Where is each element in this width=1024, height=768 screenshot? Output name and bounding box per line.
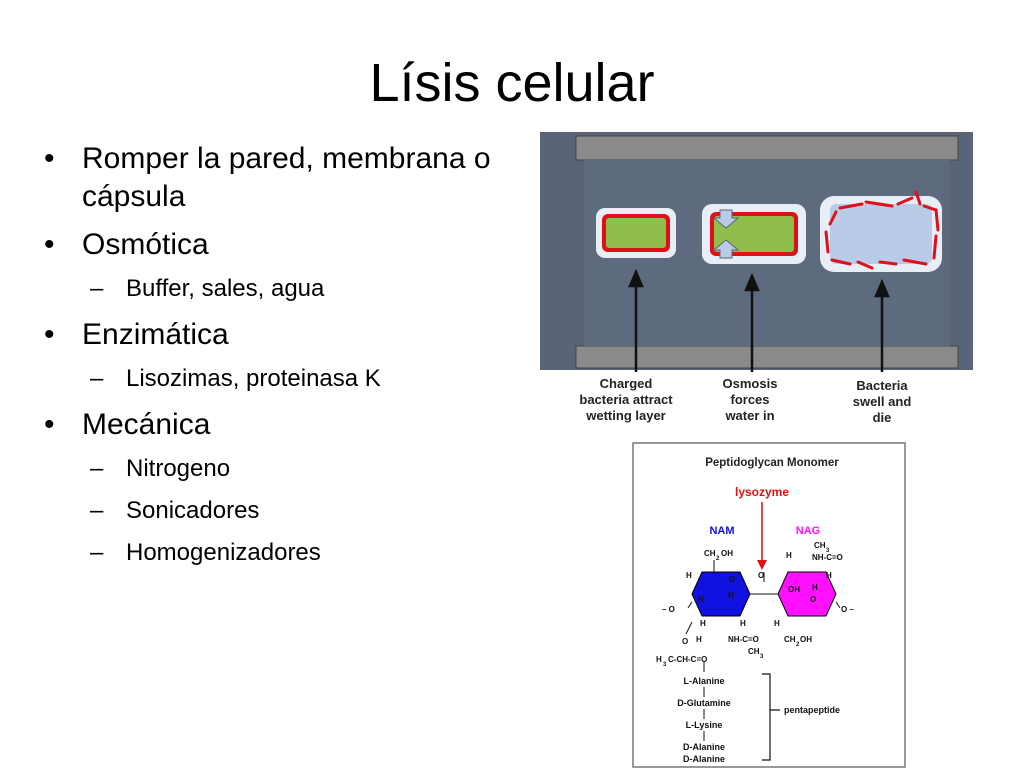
- bullet-dot: •: [44, 318, 55, 351]
- svg-text:H: H: [686, 571, 692, 580]
- svg-text:NH-C=O: NH-C=O: [812, 553, 843, 562]
- sub-bullet-buffer: – Buffer, sales, agua: [40, 274, 510, 304]
- svg-text:3: 3: [760, 654, 764, 660]
- svg-text:CH: CH: [704, 549, 716, 558]
- cell-3-swollen-body: [830, 204, 932, 264]
- sub-bullet-dash: –: [90, 365, 104, 392]
- bullet-dot: •: [44, 408, 55, 441]
- sub-bullet-text: Nitrogeno: [126, 455, 231, 482]
- bullet-mecanica: • Mecánica: [40, 406, 510, 444]
- pentapeptide-label: pentapeptide: [784, 705, 840, 715]
- pentapeptide-bracket: [762, 673, 780, 761]
- nag-label: NAG: [796, 525, 820, 537]
- svg-text:H: H: [698, 595, 704, 604]
- svg-text:O: O: [758, 571, 764, 580]
- peptidoglycan-figure: Peptidoglycan Monomer lysozyme NAM NAG C…: [632, 442, 906, 768]
- label-2-line-3: water in: [724, 408, 774, 423]
- svg-text:OH: OH: [721, 549, 733, 558]
- label-1-line-2: bacteria attract: [579, 392, 673, 407]
- bullet-text: Enzimática: [82, 318, 229, 351]
- chain-item-3: L-Lysine: [686, 720, 723, 730]
- chain-item-2: D-Glutamine: [677, 698, 731, 708]
- slide-title: Lísis celular: [369, 53, 655, 113]
- bullet-osmotica: • Osmótica: [40, 226, 510, 264]
- sub-bullet-homogenizadores: – Homogenizadores: [40, 538, 510, 568]
- svg-text:O: O: [682, 637, 688, 646]
- bullet-romper: • Romper la pared, membrana o cápsula: [40, 140, 510, 216]
- svg-text:CH: CH: [814, 541, 826, 550]
- osmotic-lysis-figure: Charged bacteria attract wetting layer O…: [540, 132, 973, 432]
- svg-text:CH: CH: [748, 647, 760, 656]
- sub-bullet-sonicadores: – Sonicadores: [40, 496, 510, 526]
- sub-bullet-dash: –: [90, 455, 104, 482]
- nam-label: NAM: [709, 525, 734, 537]
- sub-bullet-text: Lisozimas, proteinasa K: [126, 365, 381, 392]
- pointer-arrows: [628, 268, 890, 372]
- arrow-up-icon: [712, 239, 740, 259]
- svg-text:3: 3: [826, 548, 830, 554]
- svg-text:H: H: [696, 635, 702, 644]
- lysozyme-label: lysozyme: [735, 485, 789, 499]
- figure-title: Peptidoglycan Monomer: [705, 457, 839, 469]
- label-1-line-1: Charged: [600, 376, 653, 391]
- sub-bullet-text: Buffer, sales, agua: [126, 275, 325, 302]
- bullet-text: Mecánica: [82, 408, 211, 441]
- bullet-text: Romper la pared, membrana o cápsula: [82, 142, 491, 213]
- svg-text:2: 2: [796, 642, 800, 648]
- svg-text:H: H: [774, 619, 780, 628]
- figure-border: [632, 442, 906, 768]
- bullet-dot: •: [44, 228, 55, 261]
- svg-text:H: H: [826, 571, 832, 580]
- ruptured-wall: [824, 190, 940, 270]
- svg-text:O: O: [810, 595, 816, 604]
- label-2-line-1: Osmosis: [723, 376, 778, 391]
- chain-item-4: D-Alanine: [683, 742, 725, 752]
- bullet-list: • Romper la pared, membrana o cápsula • …: [40, 140, 510, 580]
- svg-text:O –: O –: [841, 605, 854, 614]
- svg-text:CH: CH: [784, 635, 796, 644]
- sub-bullet-dash: –: [90, 497, 104, 524]
- arrow-down-icon: [712, 209, 740, 229]
- svg-text:NH-C=O: NH-C=O: [728, 635, 759, 644]
- chain-item-1: L-Alanine: [683, 676, 724, 686]
- label-3-line-1: Bacteria: [856, 378, 908, 393]
- cell-2-body: [714, 216, 794, 252]
- svg-text:H: H: [812, 583, 818, 592]
- sub-bullet-dash: –: [90, 539, 104, 566]
- cell-1-body: [606, 218, 666, 248]
- svg-text:2: 2: [716, 556, 720, 562]
- bullet-text: Osmótica: [82, 228, 209, 261]
- sub-bullet-nitrogeno: – Nitrogeno: [40, 454, 510, 484]
- sub-bullet-text: Homogenizadores: [126, 539, 321, 566]
- svg-text:OH: OH: [800, 635, 812, 644]
- label-2-line-2: forces: [730, 392, 769, 407]
- bullet-enzimatica: • Enzimática: [40, 316, 510, 354]
- chain-item-5: D-Alanine: [683, 754, 725, 764]
- sub-bullet-text: Sonicadores: [126, 497, 260, 524]
- svg-text:– O: – O: [662, 605, 675, 614]
- svg-text:H: H: [740, 619, 746, 628]
- sub-bullet-lisozimas: – Lisozimas, proteinasa K: [40, 364, 510, 394]
- label-3-line-2: swell and: [853, 394, 912, 409]
- svg-text:C-CH-C=O: C-CH-C=O: [668, 655, 707, 664]
- label-1-line-3: wetting layer: [585, 408, 665, 423]
- label-3-line-3: die: [873, 410, 892, 425]
- svg-text:H: H: [728, 591, 734, 600]
- bullet-dot: •: [44, 142, 55, 175]
- lysozyme-arrow-head: [757, 560, 767, 570]
- top-rail: [575, 135, 959, 161]
- bottom-rail: [575, 345, 959, 369]
- svg-text:H: H: [700, 619, 706, 628]
- svg-text:3: 3: [663, 662, 667, 668]
- svg-text:OH: OH: [788, 585, 800, 594]
- nam-ring: [691, 571, 751, 617]
- svg-text:O: O: [729, 575, 735, 584]
- sub-bullet-dash: –: [90, 275, 104, 302]
- svg-text:H: H: [656, 655, 662, 664]
- svg-text:H: H: [786, 551, 792, 560]
